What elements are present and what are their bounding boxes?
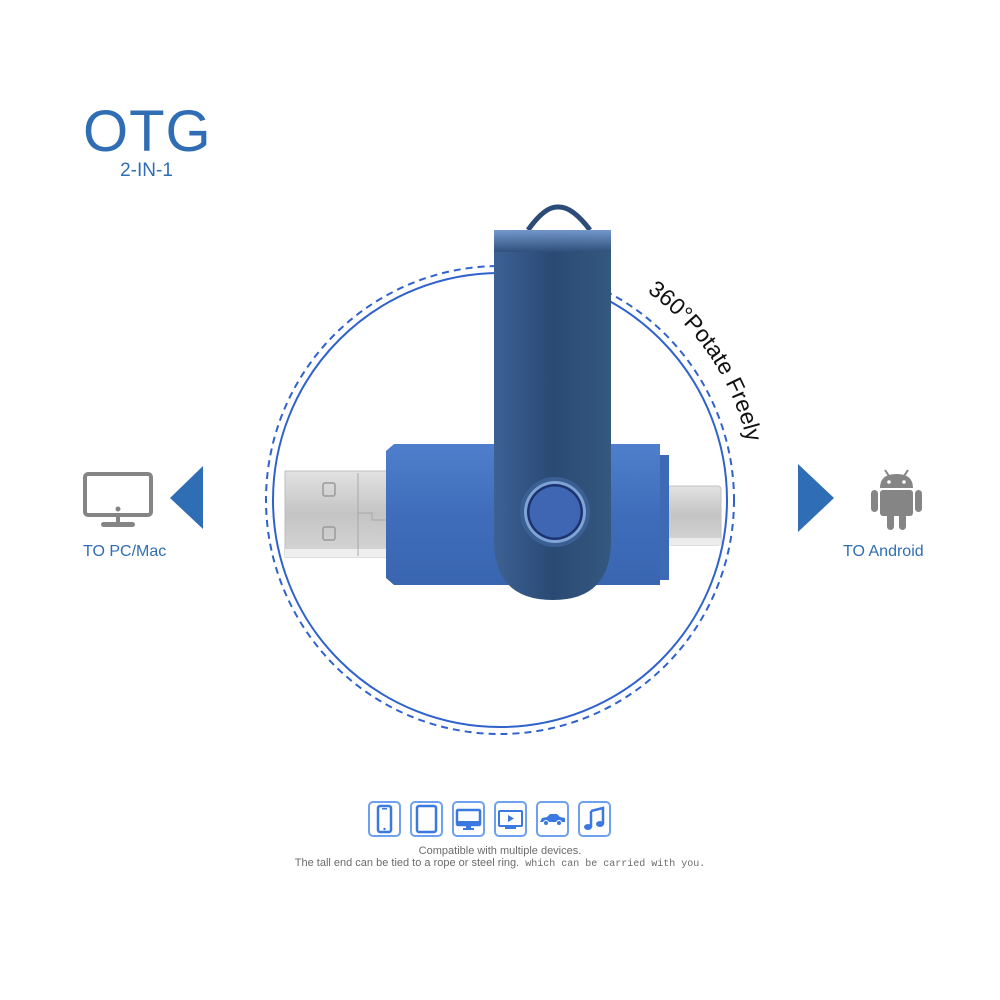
- description-mono: which can be carried with you.: [519, 859, 706, 870]
- page-title: OTG: [83, 99, 212, 164]
- music-note-icon: [578, 801, 611, 837]
- android-icon: [871, 469, 922, 530]
- monitor-icon: [452, 801, 485, 837]
- rotate-freely-text: 360°Potate Freely: [644, 275, 768, 444]
- page-subtitle: 2-IN-1: [120, 160, 173, 181]
- car-icon: [536, 801, 569, 837]
- compatibility-text: Compatible with multiple devices.: [418, 845, 582, 857]
- to-android-label: TO Android: [843, 543, 924, 560]
- tablet-icon: [410, 801, 443, 837]
- phone-icon: [368, 801, 401, 837]
- to-pc-label: TO PC/Mac: [83, 543, 167, 560]
- description-main: The tall end can be tied to a rope or st…: [294, 857, 520, 869]
- monitor-icon: [83, 472, 153, 527]
- svg-text:360°Potate Freely: 360°Potate Freely: [644, 275, 768, 444]
- triangle-left-icon: [170, 466, 203, 529]
- triangle-right-icon: [798, 464, 834, 532]
- swivel-cap: [494, 204, 611, 600]
- description-text: The tall end can be tied to a rope or st…: [0, 857, 1000, 871]
- tv-icon: [494, 801, 527, 837]
